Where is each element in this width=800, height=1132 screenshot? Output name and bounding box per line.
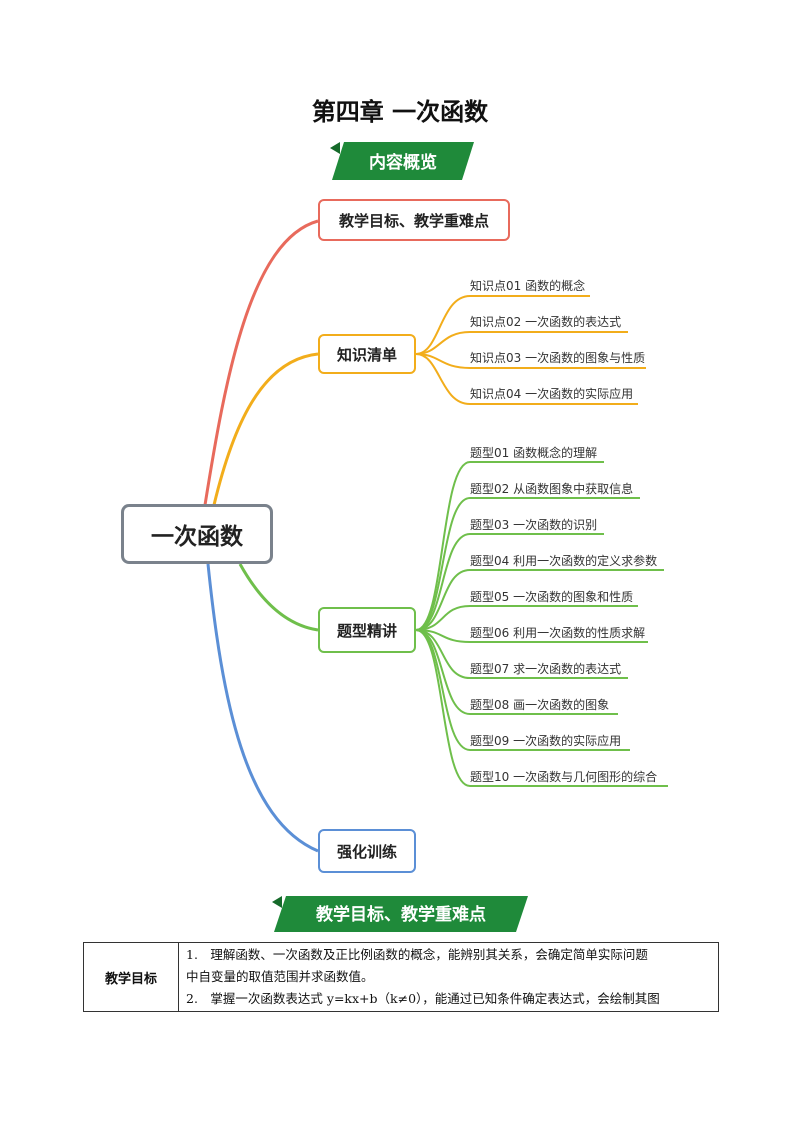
type-item: 题型09 一次函数的实际应用: [470, 734, 622, 748]
knowledge-item: 知识点04 一次函数的实际应用: [470, 387, 634, 401]
type-item: 题型04 利用一次函数的定义求参数: [470, 554, 658, 568]
knowledge-fan: [415, 295, 646, 405]
overview-banner-text: 内容概览: [369, 152, 437, 173]
overview-banner: 内容概览: [330, 142, 474, 180]
center-node: 一次函数: [121, 504, 273, 564]
page-title: 第四章 一次函数: [311, 97, 489, 126]
type-item: 题型02 从函数图象中获取信息: [470, 482, 634, 496]
branch-goals: 教学目标、教学重难点: [318, 199, 510, 241]
objective-line: 1. 理解函数、一次函数及正比例函数的概念，能辨别其关系，会确定简单实际问题: [186, 947, 648, 962]
type-item: 题型01 函数概念的理解: [470, 446, 598, 460]
table-row: 教学目标 1. 理解函数、一次函数及正比例函数的概念，能辨别其关系，会确定简单实…: [83, 942, 719, 1012]
branch-types: 题型精讲: [318, 607, 416, 653]
branch-knowledge: 知识清单: [318, 334, 416, 374]
knowledge-item: 知识点03 一次函数的图象与性质: [470, 351, 646, 365]
objective-line: 2. 掌握一次函数表达式 y=kx+b（k≠0），能通过已知条件确定表达式，会绘…: [186, 991, 660, 1006]
goals-banner: 教学目标、教学重难点: [272, 896, 528, 932]
knowledge-item: 知识点01 函数的概念: [470, 279, 586, 293]
type-item: 题型03 一次函数的识别: [470, 518, 598, 532]
knowledge-item: 知识点02 一次函数的表达式: [470, 315, 622, 329]
connector-goals: [203, 219, 319, 506]
mindmap-connectors: [203, 219, 668, 853]
table-content-cell: 1. 理解函数、一次函数及正比例函数的概念，能辨别其关系，会确定简单实际问题 中…: [178, 942, 719, 1012]
type-item: 题型08 画一次函数的图象: [470, 698, 610, 712]
objectives-table: 教学目标 1. 理解函数、一次函数及正比例函数的概念，能辨别其关系，会确定简单实…: [83, 942, 719, 1012]
type-item: 题型06 利用一次函数的性质求解: [470, 626, 646, 640]
type-item: 题型10 一次函数与几何图形的综合: [470, 770, 658, 784]
connector-practice: [206, 563, 319, 853]
connector-types: [238, 563, 319, 632]
type-item: 题型05 一次函数的图象和性质: [470, 590, 634, 604]
connector-knowledge: [212, 352, 319, 506]
table-header-cell: 教学目标: [83, 942, 179, 1012]
goals-banner-text: 教学目标、教学重难点: [315, 904, 486, 925]
type-item: 题型07 求一次函数的表达式: [470, 662, 622, 676]
objective-line: 中自变量的取值范围并求函数值。: [186, 969, 374, 984]
types-fan: [415, 461, 668, 787]
branch-practice: 强化训练: [318, 829, 416, 873]
